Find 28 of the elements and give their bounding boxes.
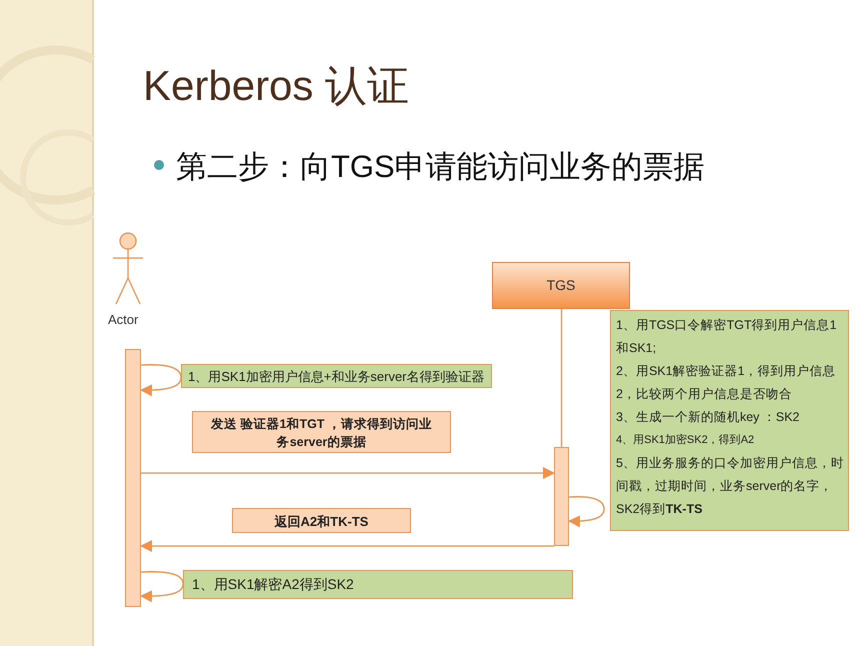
message-box	[232, 508, 411, 533]
message-box	[192, 411, 451, 453]
note-text: 1、用SK1解密A2得到SK2	[192, 576, 355, 594]
note-text: 2、用SK1解密验证器1，得到用户信息	[616, 363, 837, 380]
note-box	[181, 364, 492, 388]
self-arrow	[140, 364, 182, 396]
message-arrow	[141, 467, 555, 479]
note-text: 4、用SK1加密SK2，得到A2	[616, 432, 756, 448]
note-text: 3、生成一个新的随机key ：SK2	[616, 409, 801, 426]
note-text: 1、用SK1加密用户信息+和业务server名得到验证器	[188, 368, 486, 386]
note-box	[610, 310, 849, 531]
bullet-text: 第二步：向TGS申请能访问业务的票据	[176, 148, 705, 186]
note-text: 发送 验证器1和TGT ，请求得到访问业务server的票据	[211, 416, 432, 451]
slide-title: Kerberos 认证	[143, 61, 410, 111]
note-text: 2，比较两个用户信息是否吻合	[616, 386, 793, 403]
activation-bar	[125, 349, 141, 607]
lifeline-name: TGS	[546, 277, 576, 293]
note-box	[183, 570, 573, 599]
self-arrow	[140, 571, 184, 602]
lifeline	[560, 309, 562, 447]
note-text: 1、用TGS口令解密TGT得到用户信息1和SK1;	[616, 317, 838, 357]
activation-bar	[554, 447, 569, 546]
message-arrow	[140, 540, 554, 552]
note-text: 5、用业务服务的口令加密用户信息，时间戳，过期时间，业务server的名字，SK2得到TK-TS	[616, 455, 845, 518]
note-text: 返回A2和TK-TS	[274, 513, 370, 531]
actor-label: Actor	[108, 312, 138, 327]
lifeline-box	[492, 262, 630, 309]
self-arrow	[568, 496, 605, 528]
